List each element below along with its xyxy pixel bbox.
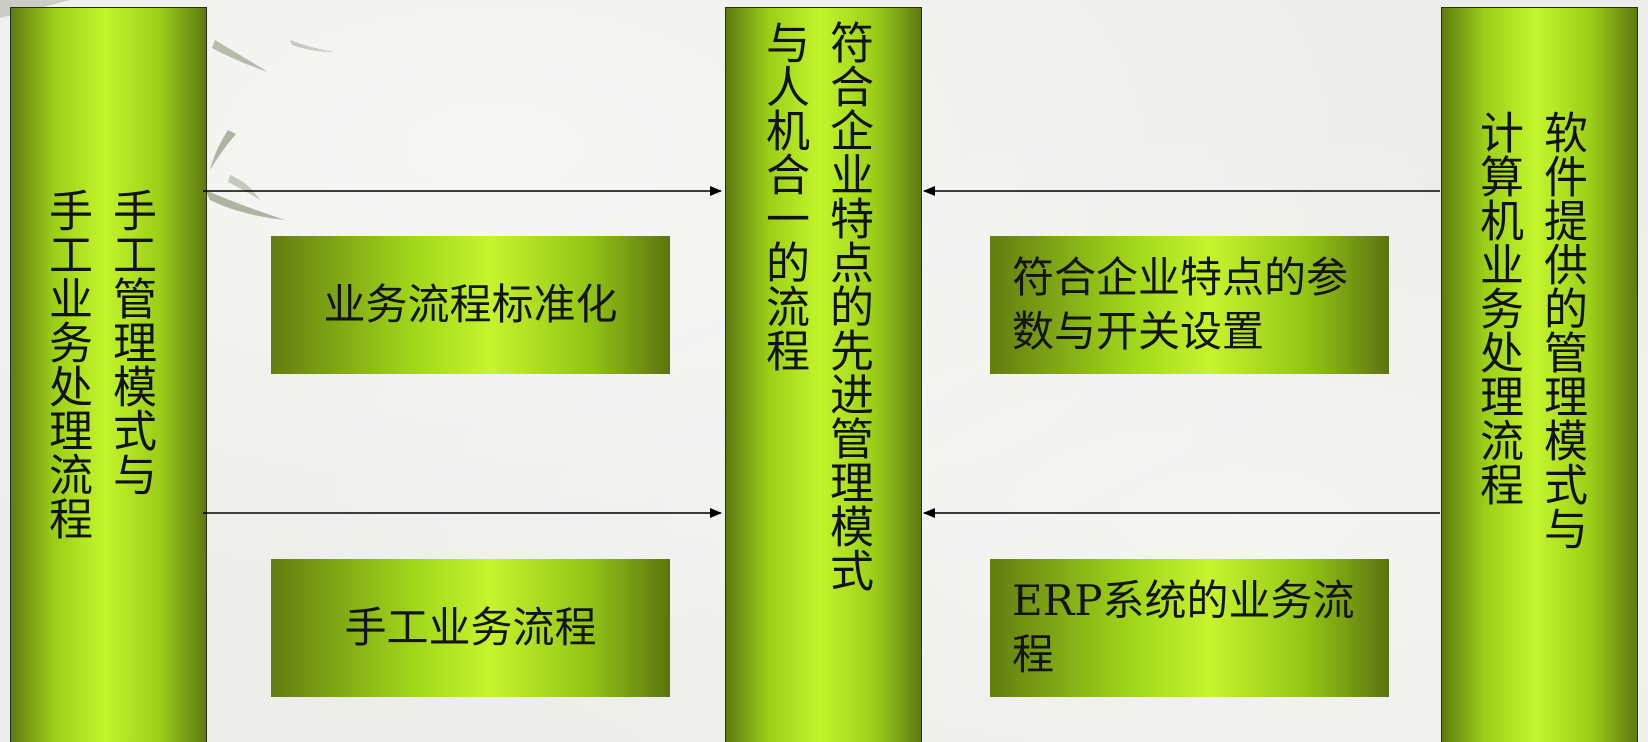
right-column: 软件提供的管理模式与 计算机业务处理流程 bbox=[1441, 7, 1638, 742]
center-column-label: 符合企业特点的先进管理模式 与人机合一的流程 bbox=[758, 20, 873, 592]
right-column-label: 软件提供的管理模式与 计算机业务处理流程 bbox=[1472, 110, 1587, 550]
center-column: 符合企业特点的先进管理模式 与人机合一的流程 bbox=[725, 7, 922, 742]
box-manual-process-label: 手工业务流程 bbox=[344, 603, 597, 652]
box-manual-process: 手工业务流程 bbox=[271, 559, 670, 697]
box-process-standardization: 业务流程标准化 bbox=[271, 236, 670, 374]
box-erp-process-label: ERP系统的业务流程 bbox=[1012, 576, 1355, 679]
box-erp-process: ERP系统的业务流程 bbox=[990, 559, 1389, 697]
box-process-standardization-label: 业务流程标准化 bbox=[323, 280, 618, 329]
box-parameter-settings: 符合企业特点的参数与开关设置 bbox=[990, 236, 1389, 374]
left-column: 手工管理模式与 手工业务处理流程 bbox=[10, 7, 207, 742]
box-parameter-settings-label: 符合企业特点的参数与开关设置 bbox=[1012, 253, 1349, 356]
left-column-label: 手工管理模式与 手工业务处理流程 bbox=[41, 188, 156, 540]
